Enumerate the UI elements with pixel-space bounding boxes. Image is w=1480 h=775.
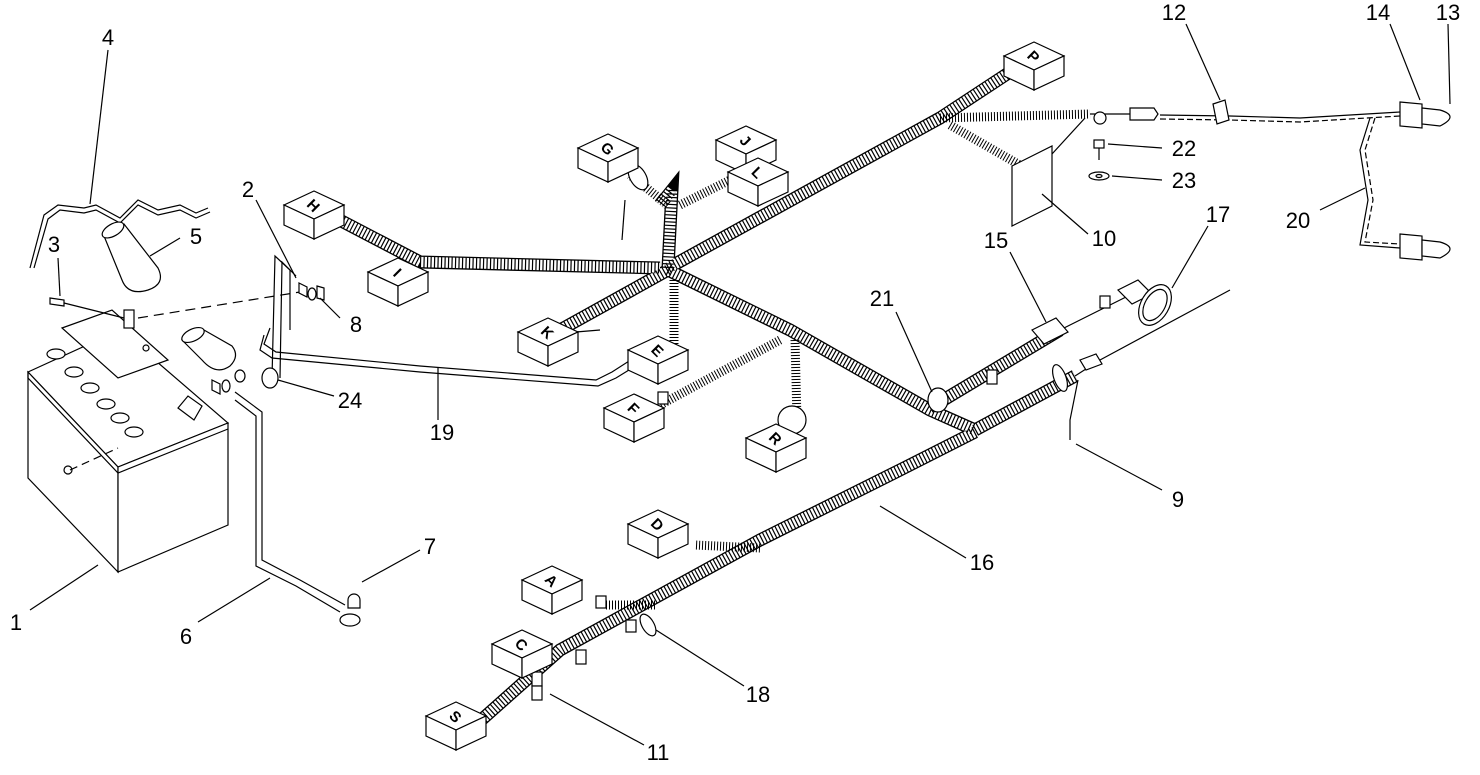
callout-4: 4	[102, 25, 114, 50]
callout-16: 16	[970, 550, 994, 575]
callout-7: 7	[424, 534, 436, 559]
connector-A: A	[520, 565, 584, 615]
callout-21: 21	[870, 286, 894, 311]
callout-5: 5	[190, 224, 202, 249]
callout-3: 3	[48, 232, 60, 257]
connector-blocks: H G J L P I K E	[282, 41, 1066, 751]
callout-11: 11	[647, 740, 670, 765]
callout-leaders	[29, 23, 1451, 746]
battery	[26, 309, 230, 574]
callout-13: 13	[1436, 0, 1460, 25]
connector-G: G	[576, 133, 640, 183]
connector-I: I	[366, 257, 430, 307]
callout-2: 2	[242, 177, 254, 202]
terminal-boot	[101, 221, 237, 371]
connector-D: D	[626, 509, 690, 559]
callout-17: 17	[1206, 202, 1230, 227]
connector-F: F	[602, 393, 666, 443]
connector-E: E	[626, 335, 690, 385]
callout-18: 18	[746, 682, 770, 707]
connector-R: R	[744, 423, 808, 473]
callout-6: 6	[180, 624, 192, 649]
callout-14: 14	[1366, 0, 1390, 25]
callout-19: 19	[430, 420, 454, 445]
callout-15: 15	[984, 228, 1008, 253]
callout-1: 1	[10, 610, 22, 635]
connector-S: S	[424, 701, 488, 751]
callout-numbers: 1 2 3 4 5 6 7 8 9 10 11 12 13 14 15 16 1…	[10, 0, 1460, 765]
callout-9: 9	[1172, 487, 1184, 512]
hardware	[49, 139, 1110, 609]
callout-12: 12	[1162, 0, 1186, 25]
callout-8: 8	[350, 312, 362, 337]
callout-10: 10	[1092, 226, 1116, 251]
callout-24: 24	[338, 388, 362, 413]
connector-C: C	[490, 629, 554, 679]
callout-20: 20	[1286, 208, 1310, 233]
connector-L: L	[726, 157, 790, 207]
battery-cable-positive	[259, 254, 643, 389]
connector-P: P	[1002, 41, 1066, 91]
main-harness	[326, 66, 1451, 735]
connector-K: K	[516, 317, 580, 367]
callout-22: 22	[1172, 136, 1196, 161]
callout-23: 23	[1172, 168, 1196, 193]
connector-H: H	[282, 190, 346, 240]
battery-cable-negative	[234, 391, 361, 627]
